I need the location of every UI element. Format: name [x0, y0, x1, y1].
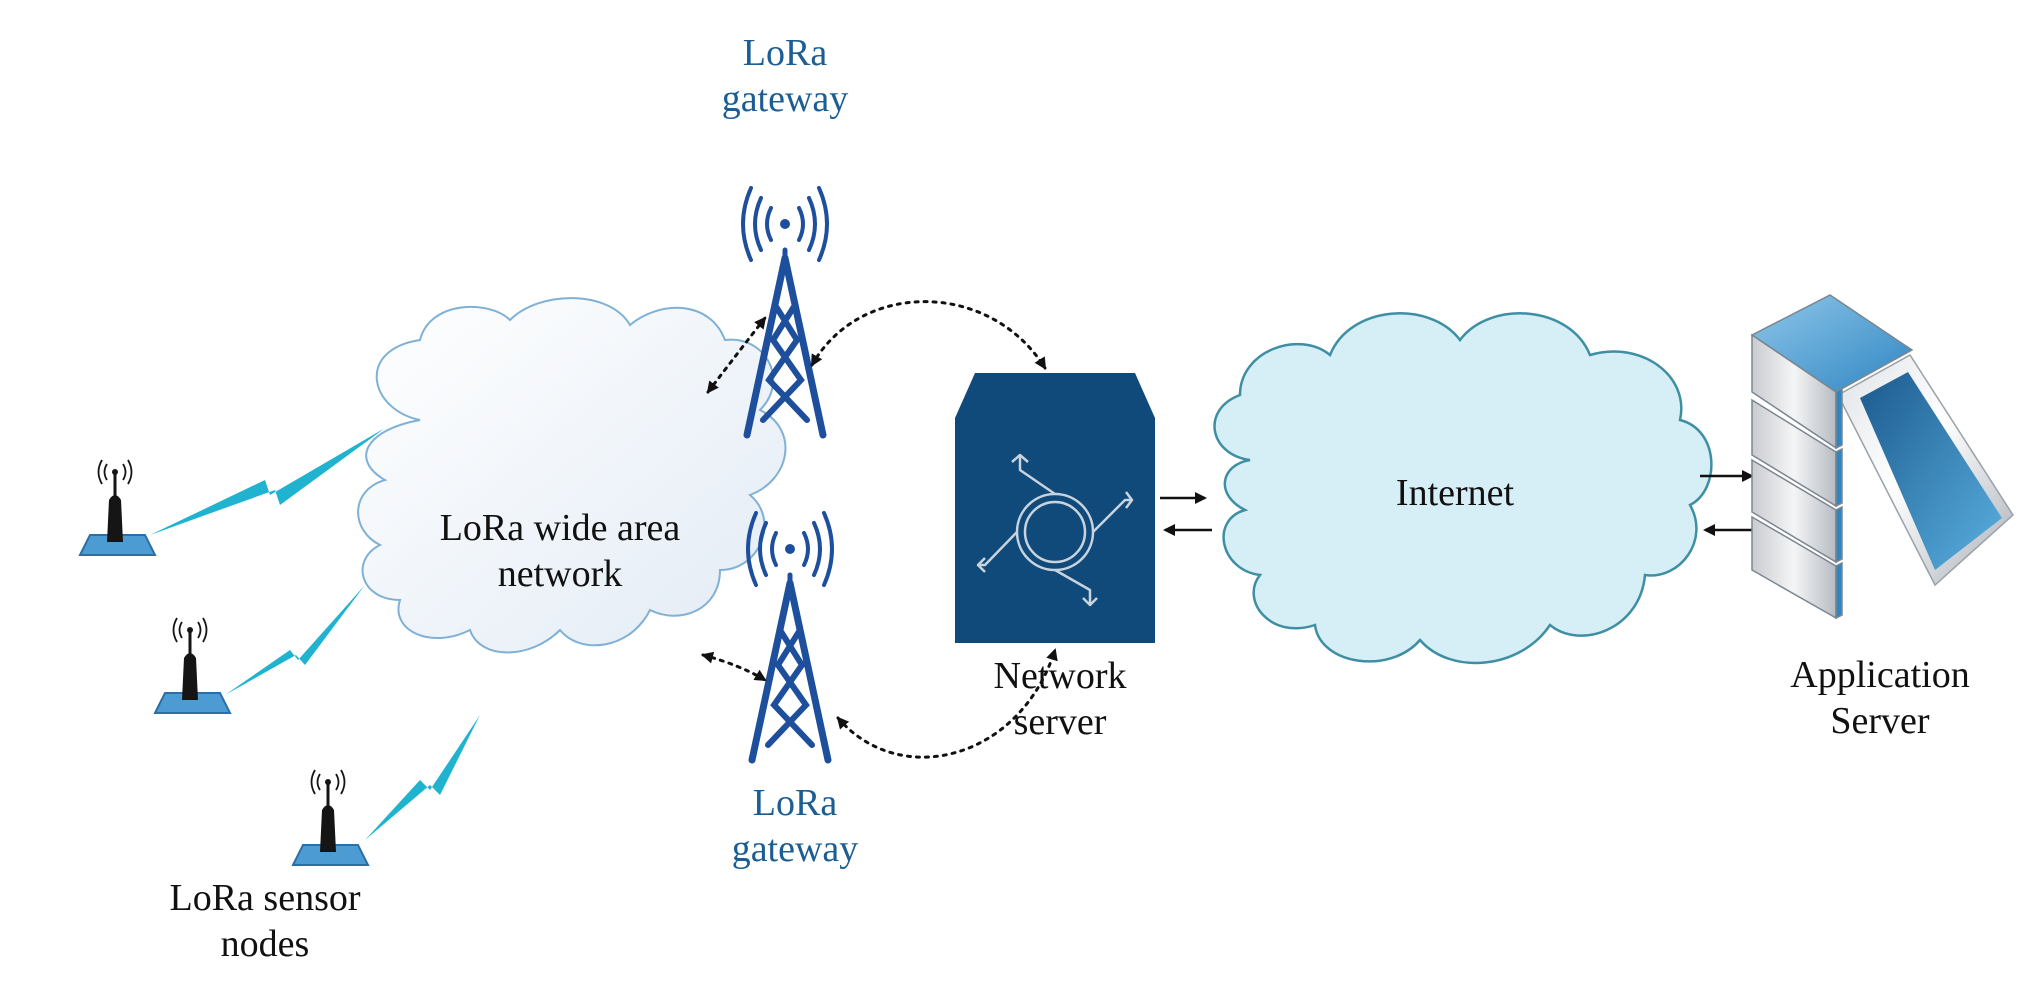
internet-label-text: Internet	[1395, 472, 1515, 514]
lightning-icon	[365, 715, 480, 840]
sensor-antenna-icon	[78, 459, 157, 556]
radio-tower-icon	[741, 186, 829, 439]
lightning-icon	[225, 585, 365, 695]
internet-label: Internet	[1355, 470, 1555, 516]
link-gateway-bottom-network-server	[836, 648, 1058, 759]
router-icon	[976, 453, 1134, 607]
gateway-top-label-line2: gateway	[721, 78, 849, 121]
gateway-bottom-label: LoRa gateway	[710, 780, 880, 873]
radio-tower-icon	[746, 511, 834, 764]
network-server-icon	[955, 373, 1155, 643]
gateway-top-label: LoRa gateway	[700, 30, 870, 123]
application-server-label: Application Server	[1765, 652, 1995, 745]
application-server-label-line2: Server	[1830, 700, 1930, 743]
lightning-icon	[150, 428, 385, 535]
network-server-label-line1: Network	[993, 655, 1127, 697]
gateway-links	[701, 300, 1058, 759]
sensor-antenna-icon	[153, 617, 232, 714]
server-rack-icon	[1750, 294, 2014, 620]
gateway-bottom-label-line1: LoRa	[752, 782, 838, 824]
sensor-nodes-label-line2: nodes	[220, 923, 310, 966]
network-server-label: Network server	[960, 653, 1160, 746]
lora-wide-area-network-cloud	[357, 297, 787, 654]
application-server-label-line1: Application	[1790, 654, 1970, 696]
sensor-antenna-icon	[291, 769, 370, 866]
sensor-nodes-label: LoRa sensor nodes	[140, 875, 390, 968]
gateway-top-label-line1: LoRa	[742, 32, 828, 74]
link-cloud-gateway-bottom	[701, 651, 767, 682]
gateway-bottom-label-line2: gateway	[731, 828, 859, 871]
network-server-label-line2: server	[1013, 701, 1107, 744]
sensor-nodes-label-line1: LoRa sensor	[169, 877, 361, 919]
link-gateway-top-network-server	[810, 300, 1047, 370]
server-internet-arrows	[1160, 470, 1754, 536]
internet-cloud	[1213, 312, 1713, 665]
lora-cloud-label: LoRa wide area network	[395, 505, 725, 598]
link-cloud-gateway-top	[706, 316, 767, 394]
lora-cloud-label-line2: network	[497, 553, 623, 596]
lora-cloud-label-line1: LoRa wide area	[439, 507, 681, 549]
